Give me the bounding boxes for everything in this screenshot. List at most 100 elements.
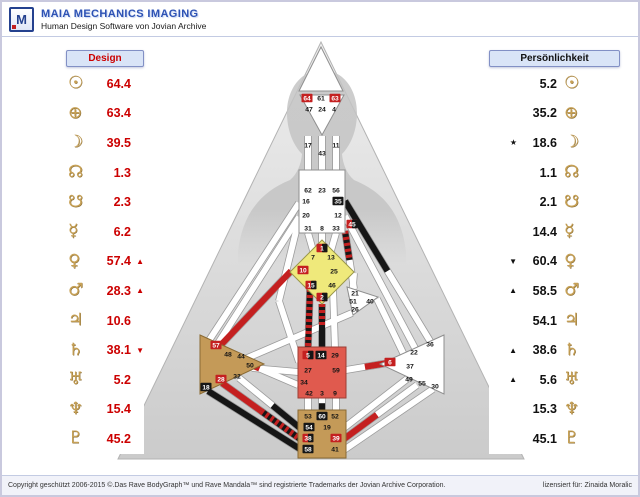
svg-text:2: 2 bbox=[320, 294, 324, 301]
svg-text:52: 52 bbox=[331, 413, 339, 420]
planet-row-moon: ☽ 39.5 bbox=[66, 128, 144, 158]
jupiter-glyph-icon: ♃ bbox=[564, 310, 580, 331]
svg-text:39: 39 bbox=[332, 435, 340, 442]
planet-row-neptune: ♆15.4 bbox=[66, 395, 144, 425]
svg-text:47: 47 bbox=[305, 106, 313, 113]
app-header: M MAIA MECHANICS IMAGING Human Design So… bbox=[2, 2, 638, 37]
gate-29: 29 bbox=[331, 352, 339, 359]
head-center bbox=[298, 45, 344, 92]
mars-glyph-icon: ♂ bbox=[68, 280, 84, 301]
svg-text:4: 4 bbox=[332, 106, 336, 113]
planet-row-sun: ☉64.4 bbox=[66, 69, 144, 99]
fixing-marker: ▲ bbox=[509, 375, 517, 385]
channels bbox=[204, 136, 436, 454]
svg-text:37: 37 bbox=[406, 363, 414, 370]
gate-5: 5 bbox=[302, 350, 314, 359]
app-titles: MAIA MECHANICS IMAGING Human Design Soft… bbox=[41, 8, 206, 31]
channel-line bbox=[342, 386, 435, 453]
planet-row-sun: 5.2☉ bbox=[489, 69, 620, 99]
channel-line bbox=[342, 412, 379, 442]
svg-text:63: 63 bbox=[331, 95, 339, 102]
logo-letter: M bbox=[16, 11, 27, 27]
gate-51: 51 bbox=[349, 298, 357, 305]
planet-row-mercury: 14.4☿ bbox=[489, 217, 620, 247]
gate-13: 13 bbox=[327, 254, 335, 261]
svg-text:21: 21 bbox=[351, 290, 359, 297]
moon-glyph-icon: ☽ bbox=[68, 132, 84, 153]
gate-59: 59 bbox=[332, 367, 340, 374]
gate-30: 30 bbox=[431, 383, 439, 390]
channel-line bbox=[270, 403, 302, 431]
gate-line-value: 39.5 bbox=[106, 135, 131, 150]
ego-center bbox=[346, 286, 380, 316]
gate-54: 54 bbox=[303, 422, 315, 431]
gate-12: 12 bbox=[334, 212, 342, 219]
gate-1: 1 bbox=[316, 243, 328, 252]
fixing-marker: ▲ bbox=[136, 286, 144, 296]
svg-text:6: 6 bbox=[388, 359, 392, 366]
personality-panel: Persönlichkeit 5.2☉35.2⊕★18.6☽1.1☊2.1☋14… bbox=[489, 50, 620, 454]
channel-line bbox=[259, 408, 302, 442]
planet-row-mercury: ☿6.2 bbox=[66, 217, 144, 247]
gate-line-value: 63.4 bbox=[106, 106, 131, 121]
channel-line bbox=[276, 222, 301, 302]
svg-text:41: 41 bbox=[331, 446, 339, 453]
gate-38: 38 bbox=[302, 433, 314, 442]
gate-line-value: 28.3 bbox=[106, 283, 131, 298]
channel-line bbox=[251, 365, 299, 375]
pluto-glyph-icon: ♇ bbox=[564, 428, 580, 449]
uranus-glyph-icon: ♅ bbox=[68, 369, 84, 390]
gate-56: 56 bbox=[332, 187, 340, 194]
svg-text:14: 14 bbox=[317, 352, 325, 359]
venus-glyph-icon: ♀ bbox=[68, 250, 81, 271]
fixing-marker: ▲ bbox=[509, 345, 517, 355]
earth-glyph-icon: ⊕ bbox=[68, 102, 83, 123]
gate-64: 64 bbox=[301, 93, 313, 102]
gate-32: 32 bbox=[233, 373, 241, 380]
gate-48: 48 bbox=[224, 351, 232, 358]
planet-row-south-node: ☋2.3 bbox=[66, 187, 144, 217]
gate-line-value: 57.4 bbox=[106, 254, 131, 269]
channel-line bbox=[206, 388, 302, 452]
gate-line-value: 35.2 bbox=[532, 106, 557, 121]
gate-57: 57 bbox=[210, 340, 222, 349]
planet-row-north-node: 1.1☊ bbox=[489, 158, 620, 188]
svg-text:28: 28 bbox=[217, 376, 225, 383]
gate-26: 26 bbox=[351, 306, 359, 313]
svg-text:29: 29 bbox=[331, 352, 339, 359]
gate-27: 27 bbox=[304, 367, 312, 374]
gate-31: 31 bbox=[304, 225, 312, 232]
centers bbox=[199, 45, 445, 459]
gate-line-value: 5.2 bbox=[113, 372, 131, 387]
gate-line-value: 1.1 bbox=[539, 165, 557, 180]
gate-line-value: 2.1 bbox=[539, 195, 557, 210]
planet-row-jupiter: 54.1♃ bbox=[489, 306, 620, 336]
channel-line bbox=[342, 199, 391, 273]
channel-line bbox=[341, 230, 353, 261]
gate-16: 16 bbox=[302, 198, 310, 205]
gate-9: 9 bbox=[333, 390, 337, 397]
gate-41: 41 bbox=[331, 446, 339, 453]
channel-line bbox=[304, 288, 314, 350]
svg-text:33: 33 bbox=[332, 225, 340, 232]
channel-line bbox=[276, 300, 302, 363]
svg-text:8: 8 bbox=[320, 225, 324, 232]
gate-8: 8 bbox=[320, 225, 324, 232]
north-node-glyph-icon: ☊ bbox=[68, 162, 84, 183]
gate-line-value: 60.4 bbox=[532, 254, 557, 269]
channel-line bbox=[220, 380, 263, 414]
svg-text:25: 25 bbox=[330, 268, 338, 275]
gate-10: 10 bbox=[297, 265, 309, 274]
svg-text:56: 56 bbox=[332, 187, 340, 194]
svg-text:62: 62 bbox=[304, 187, 312, 194]
gate-34: 34 bbox=[300, 379, 308, 386]
gate-line-value: 15.4 bbox=[106, 402, 131, 417]
gate-46: 46 bbox=[328, 282, 336, 289]
svg-text:17: 17 bbox=[304, 142, 312, 149]
svg-text:31: 31 bbox=[304, 225, 312, 232]
planet-row-jupiter: ♃10.6 bbox=[66, 306, 144, 336]
venus-glyph-icon: ♀ bbox=[564, 250, 577, 271]
